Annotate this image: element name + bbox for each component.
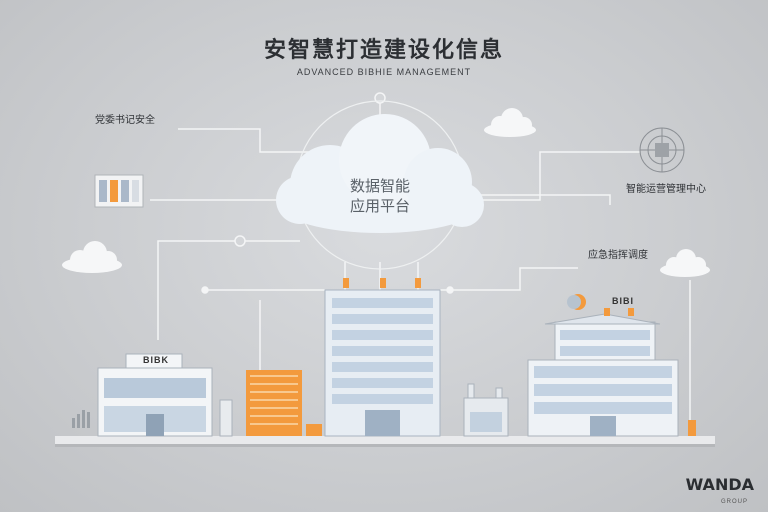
small-cloud-left bbox=[62, 241, 122, 273]
bank-sign: BIBK bbox=[143, 355, 169, 365]
connection-lines bbox=[150, 92, 691, 420]
label-right-top: 智能运营管理中心 bbox=[626, 184, 706, 195]
orange-building bbox=[246, 370, 322, 436]
right-building-sign: BIBI bbox=[612, 296, 634, 306]
brand-tagline: GROUP bbox=[720, 499, 748, 505]
label-right-mid: 应急指挥调度 bbox=[588, 250, 648, 261]
ground-platform bbox=[55, 436, 715, 444]
page-subtitle: ADVANCED BIBHIE MANAGEMENT bbox=[296, 67, 472, 77]
small-cloud-right bbox=[660, 249, 710, 277]
bank-building bbox=[97, 353, 213, 437]
label-top-left: 党委书记安全 bbox=[95, 115, 155, 126]
brand-logo: WANDA bbox=[685, 475, 754, 494]
small-cloud-top-right bbox=[484, 108, 536, 137]
server-cabinet bbox=[219, 399, 233, 437]
document-panel-icon bbox=[94, 174, 144, 208]
bar-chart-icon bbox=[72, 410, 90, 428]
cloud-label-line2: 应用平台 bbox=[349, 198, 410, 215]
page-title: 安智慧打造建设化信息 bbox=[263, 37, 504, 62]
central-tower bbox=[324, 278, 441, 437]
cloud-label-line1: 数据智能 bbox=[349, 178, 410, 195]
central-cloud bbox=[276, 114, 484, 233]
small-factory bbox=[463, 383, 509, 437]
globe-badge-icon bbox=[639, 127, 685, 173]
right-office-building bbox=[527, 294, 696, 437]
